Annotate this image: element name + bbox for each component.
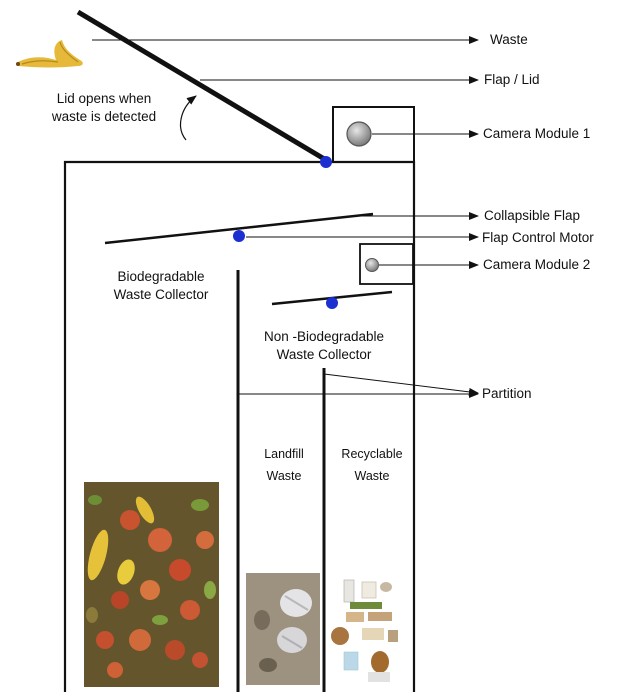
- partition-label: Partition: [482, 386, 532, 401]
- recyclable-waste-label: Recyclable Waste: [330, 443, 414, 487]
- landfill-waste-image: [246, 573, 320, 685]
- camera-1-lens-icon: [346, 121, 372, 147]
- waste-label: Waste: [490, 32, 528, 47]
- flap-lid: [76, 9, 328, 163]
- landfill-line-2: Waste: [266, 469, 302, 483]
- collapsible-flap-label: Collapsible Flap: [484, 208, 581, 223]
- lid-note: Lid opens when waste is detected: [24, 90, 184, 126]
- camera-2-lens-icon: [365, 258, 379, 272]
- landfill-line-1: Landfill: [264, 447, 304, 461]
- lid-open-arrow: [179, 95, 197, 141]
- flap-lid-label: Flap / Lid: [484, 72, 540, 87]
- camera-module-1-label: Camera Module 1: [483, 126, 591, 141]
- non-biodegradable-collector-label: Non -Biodegradable Waste Collector: [244, 328, 404, 364]
- partition-arrow-top: [323, 373, 479, 396]
- recyclable-waste-image: [331, 579, 398, 682]
- lid-motor-dot: [320, 156, 332, 168]
- flap-motor-dot: [233, 230, 245, 242]
- flap-control-motor-label: Flap Control Motor: [482, 230, 594, 245]
- bin-body: [63, 160, 416, 692]
- recyclable-line-2: Waste: [354, 469, 390, 483]
- recyclable-line-1: Recyclable: [341, 447, 403, 461]
- biodegradable-collector-label: Biodegradable Waste Collector: [88, 268, 234, 304]
- landfill-waste-label: Landfill Waste: [246, 443, 322, 487]
- biodegradable-waste-image: [84, 482, 219, 687]
- banana-peel-icon: [16, 40, 83, 68]
- camera-module-2-label: Camera Module 2: [483, 257, 591, 272]
- bio-collector-line-2: Waste Collector: [113, 287, 209, 302]
- nonbio-collector-line-2: Waste Collector: [276, 347, 372, 362]
- nonbio-collector-line-1: Non -Biodegradable: [263, 329, 385, 344]
- lid-note-line-2: waste is detected: [51, 109, 157, 124]
- non-bio-flap-motor-dot: [326, 297, 338, 309]
- lid-note-line-1: Lid opens when: [56, 91, 152, 106]
- collapsible-flap: [104, 212, 374, 245]
- camera-module-2-box: [359, 243, 414, 285]
- bio-collector-line-1: Biodegradable: [117, 269, 205, 284]
